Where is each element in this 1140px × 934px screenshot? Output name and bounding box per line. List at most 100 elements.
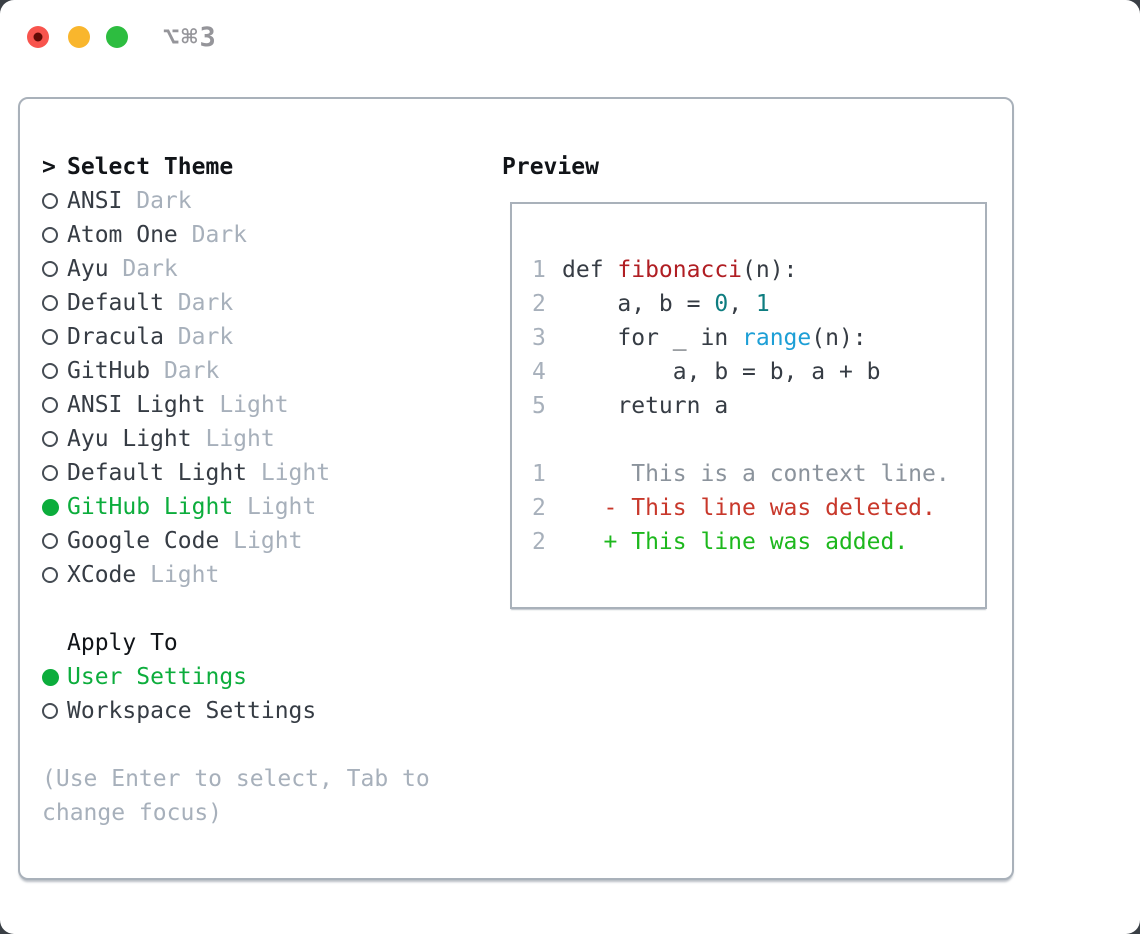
help-text: (Use Enter to select, Tab to change focus… (42, 762, 430, 830)
theme-option-atom-one-dark[interactable]: Atom One Dark (42, 218, 430, 252)
radio-icon (42, 329, 58, 345)
line-number: 2 (532, 495, 546, 521)
theme-option-label: GitHub (67, 358, 151, 384)
apply-option-label: User Settings (67, 664, 248, 690)
radio-icon (42, 567, 58, 583)
theme-option-default-light-light[interactable]: Default Light Light (42, 456, 430, 490)
line-number: 1 (532, 257, 546, 283)
code-token-code: a, b = (562, 291, 715, 317)
theme-variant-label: Light (136, 562, 220, 588)
radio-icon (42, 703, 58, 719)
help-text-line: change focus) (42, 800, 223, 826)
radio-selected-icon (42, 498, 59, 516)
theme-option-label: Atom One (67, 222, 178, 248)
code-token-code: (n): (811, 325, 867, 351)
theme-option-label: XCode (67, 562, 137, 588)
preview-title: Preview (502, 154, 599, 180)
apply-to-title: Apply To (67, 630, 178, 656)
close-button[interactable] (27, 26, 49, 48)
code-token-builtin: range (742, 325, 812, 351)
apply-option-user-settings[interactable]: User Settings (42, 660, 430, 694)
theme-variant-label: Dark (177, 222, 248, 248)
code-line-content: def fibonacci(n): (562, 257, 797, 283)
spacer-row (42, 728, 430, 762)
theme-option-google-code-light[interactable]: Google Code Light (42, 524, 430, 558)
theme-variant-label: Dark (150, 358, 220, 384)
radio-selected-icon (42, 668, 59, 686)
code-line-content: return a (562, 393, 728, 419)
theme-option-label: GitHub Light (67, 494, 234, 520)
theme-option-label: Dracula (67, 324, 164, 350)
code-line: 3 for _ in range(n): (532, 321, 985, 355)
code-token-code: (n): (742, 257, 798, 283)
radio-icon (42, 295, 58, 311)
theme-option-ansi-dark[interactable]: ANSI Dark (42, 184, 430, 218)
line-number: 5 (532, 393, 546, 419)
code-token-number: 1 (755, 291, 770, 317)
zoom-button[interactable] (106, 26, 128, 48)
code-token-code: for _ in (562, 325, 743, 351)
code-token-code: a, b = b, a + b (562, 359, 881, 385)
theme-option-label: ANSI (67, 188, 123, 214)
spacer-row (42, 592, 430, 626)
theme-variant-label: Light (219, 528, 303, 554)
code-token-function: fibonacci (617, 257, 743, 283)
radio-icon (42, 533, 58, 549)
code-line: 1 This is a context line. (532, 457, 985, 491)
radio-icon (42, 431, 58, 447)
radio-icon (42, 397, 58, 413)
theme-list-header: > Select Theme (42, 150, 430, 184)
code-token-number: 0 (714, 291, 729, 317)
theme-option-dracula-dark[interactable]: Dracula Dark (42, 320, 430, 354)
code-line-content: a, b = 0, 1 (562, 291, 770, 317)
theme-option-xcode-light[interactable]: XCode Light (42, 558, 430, 592)
code-line-content: + This line was added. (562, 529, 909, 555)
theme-list-title: Select Theme (67, 154, 234, 180)
line-number: 3 (532, 325, 546, 351)
code-line-content: a, b = b, a + b (562, 359, 881, 385)
help-text-line: (Use Enter to select, Tab to (42, 766, 430, 792)
code-line: 2 + This line was added. (532, 525, 985, 559)
apply-to-header: Apply To (42, 626, 430, 660)
title-bar: ⌥⌘3 (0, 0, 1140, 75)
theme-option-label: Default (67, 290, 164, 316)
theme-option-github-dark[interactable]: GitHub Dark (42, 354, 430, 388)
code-line-content: - This line was deleted. (562, 495, 936, 521)
apply-option-label: Workspace Settings (67, 698, 317, 724)
theme-variant-label: Dark (122, 188, 192, 214)
minimize-button[interactable] (68, 26, 90, 48)
theme-option-ayu-light-light[interactable]: Ayu Light Light (42, 422, 430, 456)
radio-icon (42, 193, 58, 209)
theme-option-default-dark[interactable]: Default Dark (42, 286, 430, 320)
window-title: ⌥⌘3 (163, 22, 218, 53)
code-token-deleted: - This line was deleted. (562, 495, 936, 521)
code-line: 1 def fibonacci(n): (532, 253, 985, 287)
code-token-code: def (562, 257, 618, 283)
code-line-content: for _ in range(n): (562, 325, 867, 351)
theme-option-ansi-light-light[interactable]: ANSI Light Light (42, 388, 430, 422)
code-line: 5 return a (532, 389, 985, 423)
theme-option-github-light-light[interactable]: GitHub Light Light (42, 490, 430, 524)
line-number: 2 (532, 529, 546, 555)
line-number: 1 (532, 461, 546, 487)
theme-option-ayu-dark[interactable]: Ayu Dark (42, 252, 430, 286)
line-number: 2 (532, 291, 546, 317)
prompt-caret: > (42, 154, 56, 180)
theme-option-label: Ayu Light (67, 426, 192, 452)
code-token-context: This is a context line. (562, 461, 950, 487)
theme-variant-label: Dark (163, 290, 234, 316)
theme-variant-label: Dark (163, 324, 234, 350)
theme-option-label: Default Light (67, 460, 248, 486)
radio-icon (42, 227, 58, 243)
code-token-added: + This line was added. (562, 529, 909, 555)
code-line: 2 - This line was deleted. (532, 491, 985, 525)
theme-variant-label: Dark (108, 256, 178, 282)
apply-option-workspace-settings[interactable]: Workspace Settings (42, 694, 430, 728)
theme-option-label: ANSI Light (67, 392, 206, 418)
code-line: 2 a, b = 0, 1 (532, 287, 985, 321)
